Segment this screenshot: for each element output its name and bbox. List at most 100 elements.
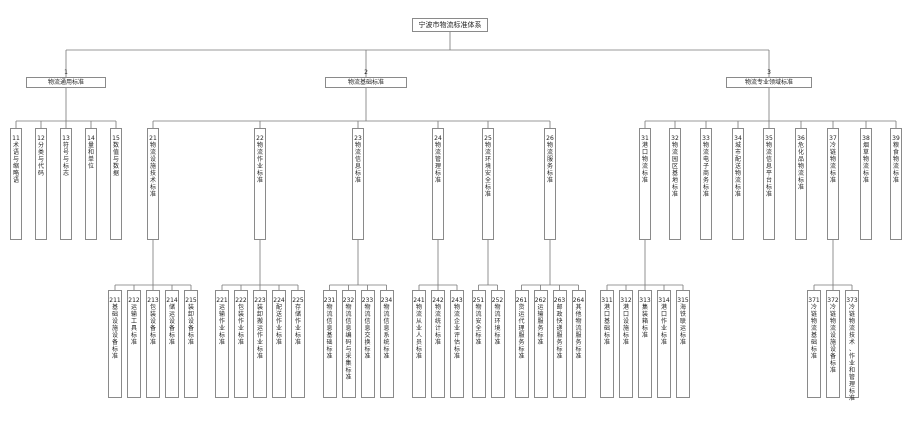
node-char: 241 (413, 297, 425, 304)
node-char: 设 (622, 318, 629, 325)
node-char: 264 (572, 297, 585, 304)
node-char: 作 (660, 318, 667, 325)
node-char: 流 (345, 311, 352, 318)
node-char: 作 (275, 318, 282, 325)
node-char: 252 (491, 297, 504, 304)
node-char: 标 (294, 332, 301, 339)
node-char: 务 (546, 163, 553, 170)
node-char: 标 (484, 184, 491, 191)
node-char: 作 (256, 156, 263, 163)
node-char: 环 (484, 156, 491, 163)
node-char: 商 (702, 170, 709, 177)
node-char: 物 (829, 318, 836, 325)
node-char: 邮 (556, 304, 563, 311)
node-char: 标 (168, 332, 175, 339)
node-char: 运 (218, 304, 225, 311)
node-char: 设 (149, 156, 156, 163)
node-char: 务 (518, 339, 525, 346)
node-char: 类 (37, 149, 44, 156)
node-char: 标 (848, 388, 855, 395)
node-char: 设 (149, 318, 156, 325)
node-char: 业 (275, 325, 282, 332)
node-char: 标 (734, 184, 741, 191)
node-char: 务 (702, 177, 709, 184)
node-char: 准 (494, 339, 501, 346)
node-char: 准 (603, 339, 610, 346)
node-char: 施 (829, 339, 836, 346)
node-char: 22 (256, 135, 264, 142)
node-char: 准 (622, 339, 629, 346)
node-char: 标 (415, 346, 422, 353)
node-char: 境 (494, 325, 501, 332)
node-char: 食 (892, 149, 899, 156)
node-char: 作 (294, 318, 301, 325)
node-char: 373 (846, 297, 858, 304)
node-char: 其 (575, 304, 582, 311)
node-char: 标 (702, 184, 709, 191)
node-char: 务 (556, 339, 563, 346)
node-char: 编 (345, 332, 352, 339)
node-char: 园 (671, 156, 678, 163)
node-char: 准 (218, 339, 225, 346)
node-char: 储 (168, 304, 175, 311)
node-char: 21 (149, 135, 157, 142)
node-char: 流 (829, 163, 836, 170)
node-char: 卸 (187, 311, 194, 318)
node-char: 位 (87, 163, 94, 170)
node-char: 流 (734, 177, 741, 184)
node-char: 物 (575, 318, 582, 325)
node-char: 214 (166, 297, 178, 304)
node-char: 物 (434, 142, 441, 149)
node-char: 链 (810, 311, 817, 318)
node-char: 码 (345, 339, 352, 346)
node-char: 流 (415, 311, 422, 318)
node-char: 物 (345, 304, 352, 311)
node-char: 统 (383, 339, 390, 346)
node-char: 业 (218, 325, 225, 332)
node-char: 务 (575, 339, 582, 346)
node-char: 标 (275, 332, 282, 339)
node-char: 准 (848, 395, 855, 402)
group-node: 物流基础标准 (325, 77, 407, 88)
node-char: 231 (323, 297, 336, 304)
node-char: 语 (12, 177, 19, 184)
node-char: 11 (12, 135, 20, 142)
node-char: 略 (12, 170, 19, 177)
node-char: 标 (364, 346, 371, 353)
node-char: 标 (434, 332, 441, 339)
node-char: 设 (187, 318, 194, 325)
node-char: 境 (484, 163, 491, 170)
node-char: 26 (546, 135, 554, 142)
node-char: 物 (434, 304, 441, 311)
node-char: 搬 (256, 318, 263, 325)
node-char: 础 (111, 311, 118, 318)
node-char: 准 (187, 339, 194, 346)
node-char: 息 (765, 163, 772, 170)
node-char: 基 (326, 332, 333, 339)
node-char: 准 (256, 353, 263, 360)
node-char: 流 (453, 311, 460, 318)
root-label: 宁波市物流标准体系 (418, 20, 482, 29)
node-char: 备 (187, 325, 194, 332)
node-char: 符 (62, 142, 69, 149)
node-char: 联 (679, 318, 686, 325)
node-char: 物 (797, 163, 804, 170)
node-char: 集 (641, 304, 648, 311)
node-char: 码 (37, 170, 44, 177)
node-char: 标 (829, 170, 836, 177)
node-char: 息 (354, 163, 361, 170)
node-char: 换 (364, 339, 371, 346)
node-char: 标 (797, 177, 804, 184)
